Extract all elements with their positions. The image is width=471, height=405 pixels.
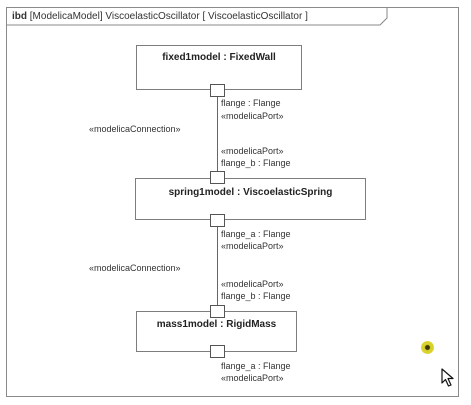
port-spring-flange-b[interactable]	[210, 171, 225, 184]
port-spring-flange-b-stereotype: «modelicaPort»	[221, 146, 284, 156]
port-fixed-flange-name: flange : Flange	[221, 98, 281, 108]
connection-top-stereotype: «modelicaConnection»	[89, 124, 181, 134]
port-spring-flange-a[interactable]	[210, 214, 225, 227]
port-mass-flange-b-name: flange_b : Flange	[221, 291, 291, 301]
port-spring-flange-a-name: flange_a : Flange	[221, 229, 291, 239]
port-fixed-flange[interactable]	[210, 84, 225, 97]
block-mass1model-title: mass1model : RigidMass	[156, 319, 277, 330]
block-spring1model[interactable]: spring1model : ViscoelasticSpring	[135, 178, 366, 220]
port-spring-flange-a-stereotype: «modelicaPort»	[221, 241, 284, 251]
connector-fixed-to-spring[interactable]	[217, 96, 218, 175]
port-mass-flange-a-stereotype: «modelicaPort»	[221, 373, 284, 383]
frame-heading-tab-shape	[7, 8, 388, 26]
frame-title: [ModelicaModel] ViscoelasticOscillator […	[29, 11, 308, 22]
port-mass-flange-a-name: flange_a : Flange	[221, 361, 291, 371]
frame-heading: ibd [ModelicaModel] ViscoelasticOscillat…	[7, 8, 388, 26]
frame-kind-label: ibd	[12, 11, 27, 22]
block-fixed1model-title: fixed1model : FixedWall	[162, 52, 276, 63]
frame-heading-text: ibd [ModelicaModel] ViscoelasticOscillat…	[12, 11, 308, 22]
connection-bottom-stereotype: «modelicaConnection»	[89, 263, 181, 273]
port-mass-flange-a[interactable]	[210, 345, 225, 358]
port-mass-flange-b-stereotype: «modelicaPort»	[221, 279, 284, 289]
port-spring-flange-b-name: flange_b : Flange	[221, 158, 291, 168]
port-mass-flange-b[interactable]	[210, 305, 225, 318]
port-fixed-flange-stereotype: «modelicaPort»	[221, 111, 284, 121]
cursor-arrow-icon	[441, 368, 457, 393]
block-spring1model-title: spring1model : ViscoelasticSpring	[168, 187, 333, 198]
connector-spring-to-mass[interactable]	[217, 225, 218, 305]
cursor-highlight-icon	[421, 341, 434, 354]
